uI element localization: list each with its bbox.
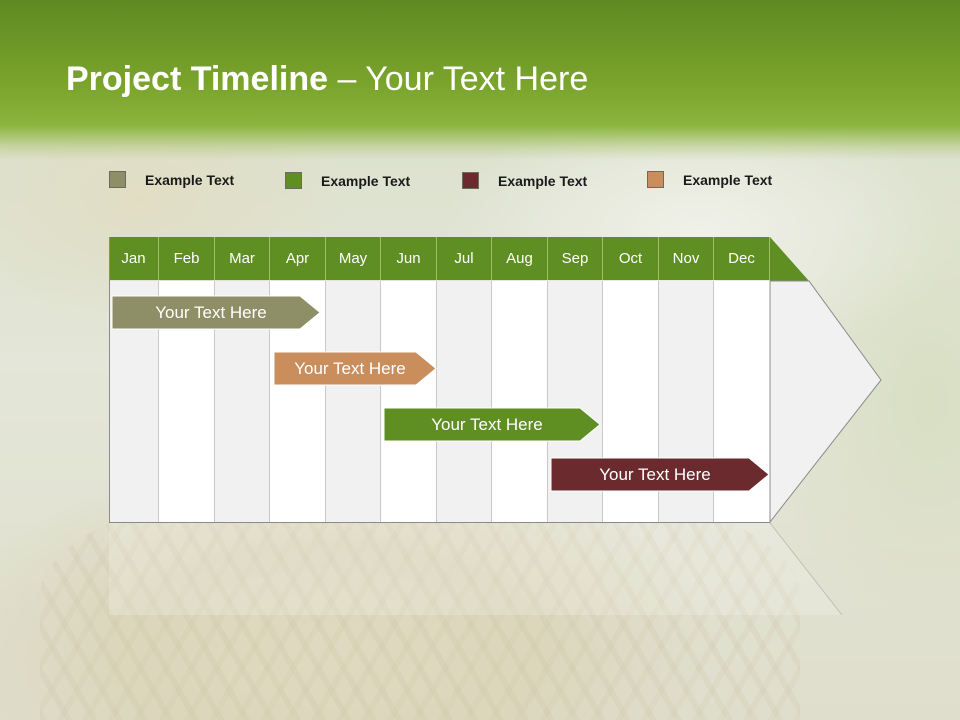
task-arrow — [383, 407, 601, 442]
month-label-dec: Dec — [714, 237, 770, 280]
month-column-jul — [437, 281, 492, 522]
task-label: Your Text Here — [431, 415, 543, 434]
task-arrow — [111, 295, 321, 330]
task-label: Your Text Here — [155, 303, 267, 322]
frame-left-edge — [109, 237, 110, 523]
legend-item: Example Text — [285, 172, 410, 189]
month-label-jan: Jan — [109, 237, 159, 280]
month-label-may: May — [326, 237, 381, 280]
task-arrow — [273, 351, 437, 386]
month-label-nov: Nov — [659, 237, 714, 280]
month-label-jun: Jun — [381, 237, 437, 280]
title-rest: – Your Text Here — [328, 60, 589, 98]
month-label-jul: Jul — [437, 237, 492, 280]
header-band — [0, 0, 960, 160]
legend-swatch — [647, 171, 664, 188]
month-column-jun — [381, 281, 437, 522]
month-column-aug — [492, 281, 548, 522]
page-title: Project Timeline – Your Text Here — [66, 60, 588, 99]
legend-swatch — [462, 172, 479, 189]
task-label: Your Text Here — [599, 465, 711, 484]
reflection-edge — [769, 522, 843, 616]
task-arrow — [550, 457, 770, 492]
legend-label: Example Text — [683, 171, 773, 188]
month-column-may — [326, 281, 381, 522]
legend-swatch — [285, 172, 302, 189]
arrow-head-body — [769, 280, 882, 524]
arrow-head-top — [770, 237, 809, 281]
legend-swatch — [109, 171, 126, 188]
month-label-mar: Mar — [215, 237, 270, 280]
task-label: Your Text Here — [294, 359, 406, 378]
month-label-oct: Oct — [603, 237, 659, 280]
frame-bottom-edge — [109, 522, 770, 523]
legend-item: Example Text — [109, 171, 234, 188]
legend-label: Example Text — [321, 172, 411, 189]
legend-item: Example Text — [462, 172, 587, 189]
legend-label: Example Text — [145, 171, 235, 188]
month-label-sep: Sep — [548, 237, 603, 280]
month-label-aug: Aug — [492, 237, 548, 280]
month-label-feb: Feb — [159, 237, 215, 280]
title-bold: Project Timeline — [66, 60, 329, 98]
timeline-reflection — [109, 523, 842, 615]
legend-label: Example Text — [498, 172, 588, 189]
legend-item: Example Text — [647, 171, 772, 188]
month-label-apr: Apr — [270, 237, 326, 280]
